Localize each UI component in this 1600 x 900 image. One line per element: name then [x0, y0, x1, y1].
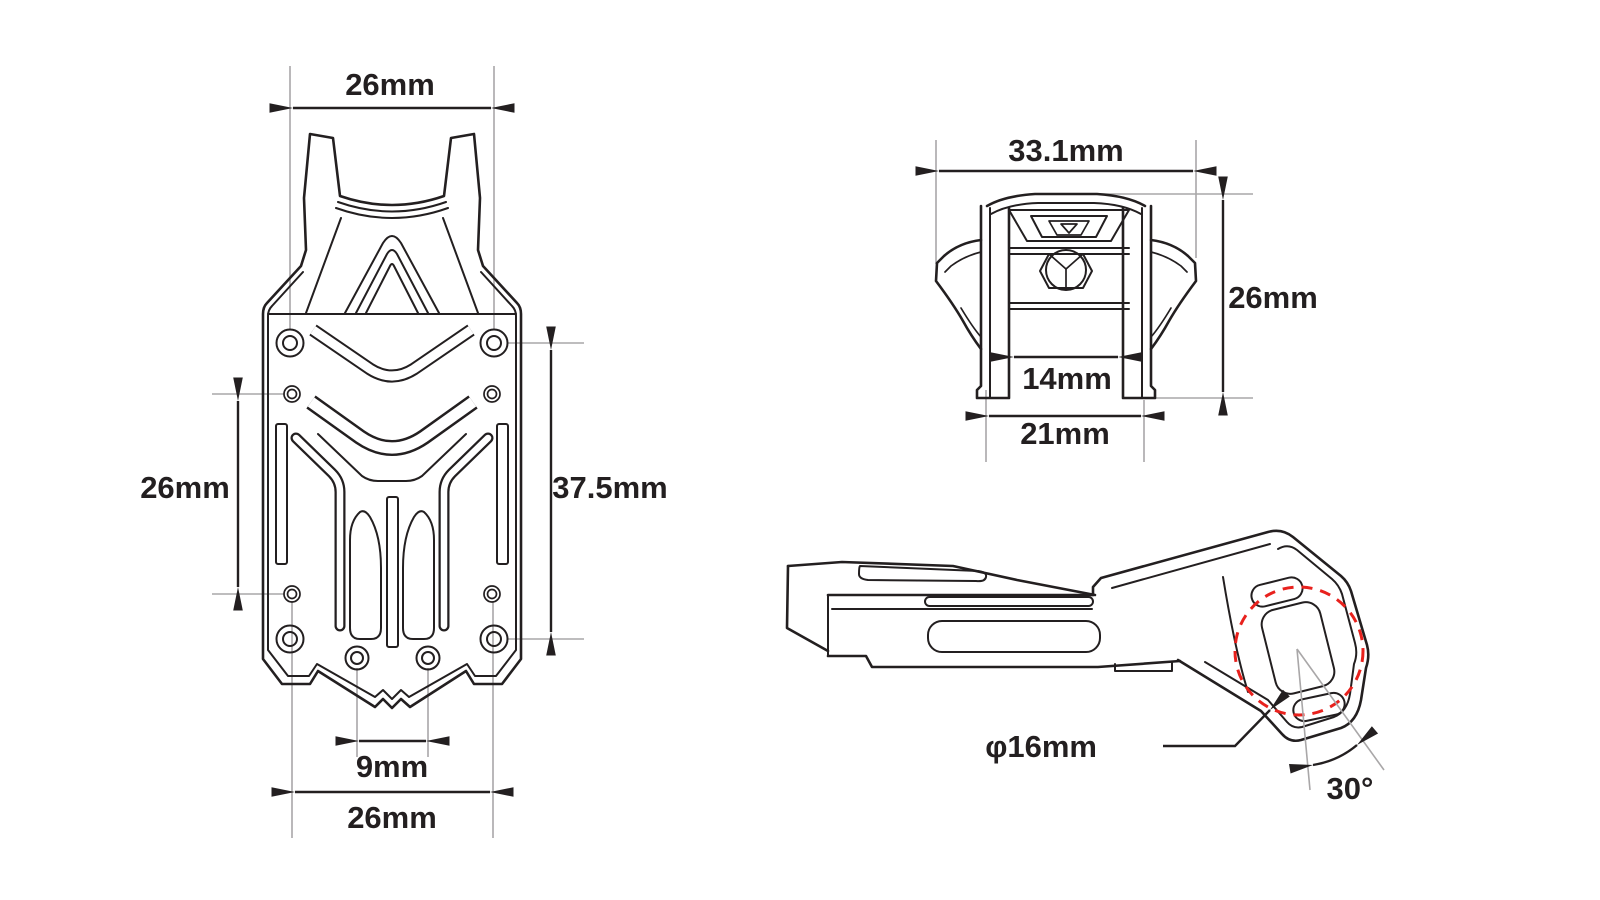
top-view-part [261, 132, 523, 710]
side-view-dimensions: φ16mm 30° [985, 648, 1385, 806]
dim-label-inner-rail-gap: 14mm [1022, 361, 1112, 396]
dim-label-bottom-hole-span: 26mm [347, 800, 437, 835]
clamp-diameter-highlight-circle [1233, 585, 1365, 717]
top-view-drawing: 26mm 26mm 37.5mm 9mm 26mm [140, 66, 668, 838]
front-view-part [934, 192, 1198, 400]
dim-label-clamp-diameter: φ16mm [985, 729, 1097, 764]
dim-label-right-hole-span: 37.5mm [552, 470, 667, 505]
front-view-guide-lines [935, 140, 1253, 462]
front-view-dimensions: 33.1mm 26mm 14mm 21mm [915, 133, 1318, 451]
dim-label-overall-height: 26mm [1228, 280, 1318, 315]
mount-holes [275, 328, 509, 671]
dim-label-head-tilt-angle: 30° [1327, 771, 1374, 806]
dim-label-bottom-inner-span: 9mm [356, 749, 428, 784]
dim-label-top-hole-span: 26mm [345, 67, 435, 102]
front-view-drawing: 33.1mm 26mm 14mm 21mm [915, 133, 1318, 462]
top-view-dimensions: 26mm 26mm 37.5mm 9mm 26mm [140, 67, 668, 835]
dim-label-left-hole-span: 26mm [140, 470, 230, 505]
side-view-part [785, 529, 1370, 743]
dim-label-overall-width: 33.1mm [1008, 133, 1123, 168]
bolt-detail [1039, 249, 1093, 291]
side-view-drawing: φ16mm 30° [785, 529, 1385, 806]
dim-label-rail-outer-width: 21mm [1020, 416, 1110, 451]
